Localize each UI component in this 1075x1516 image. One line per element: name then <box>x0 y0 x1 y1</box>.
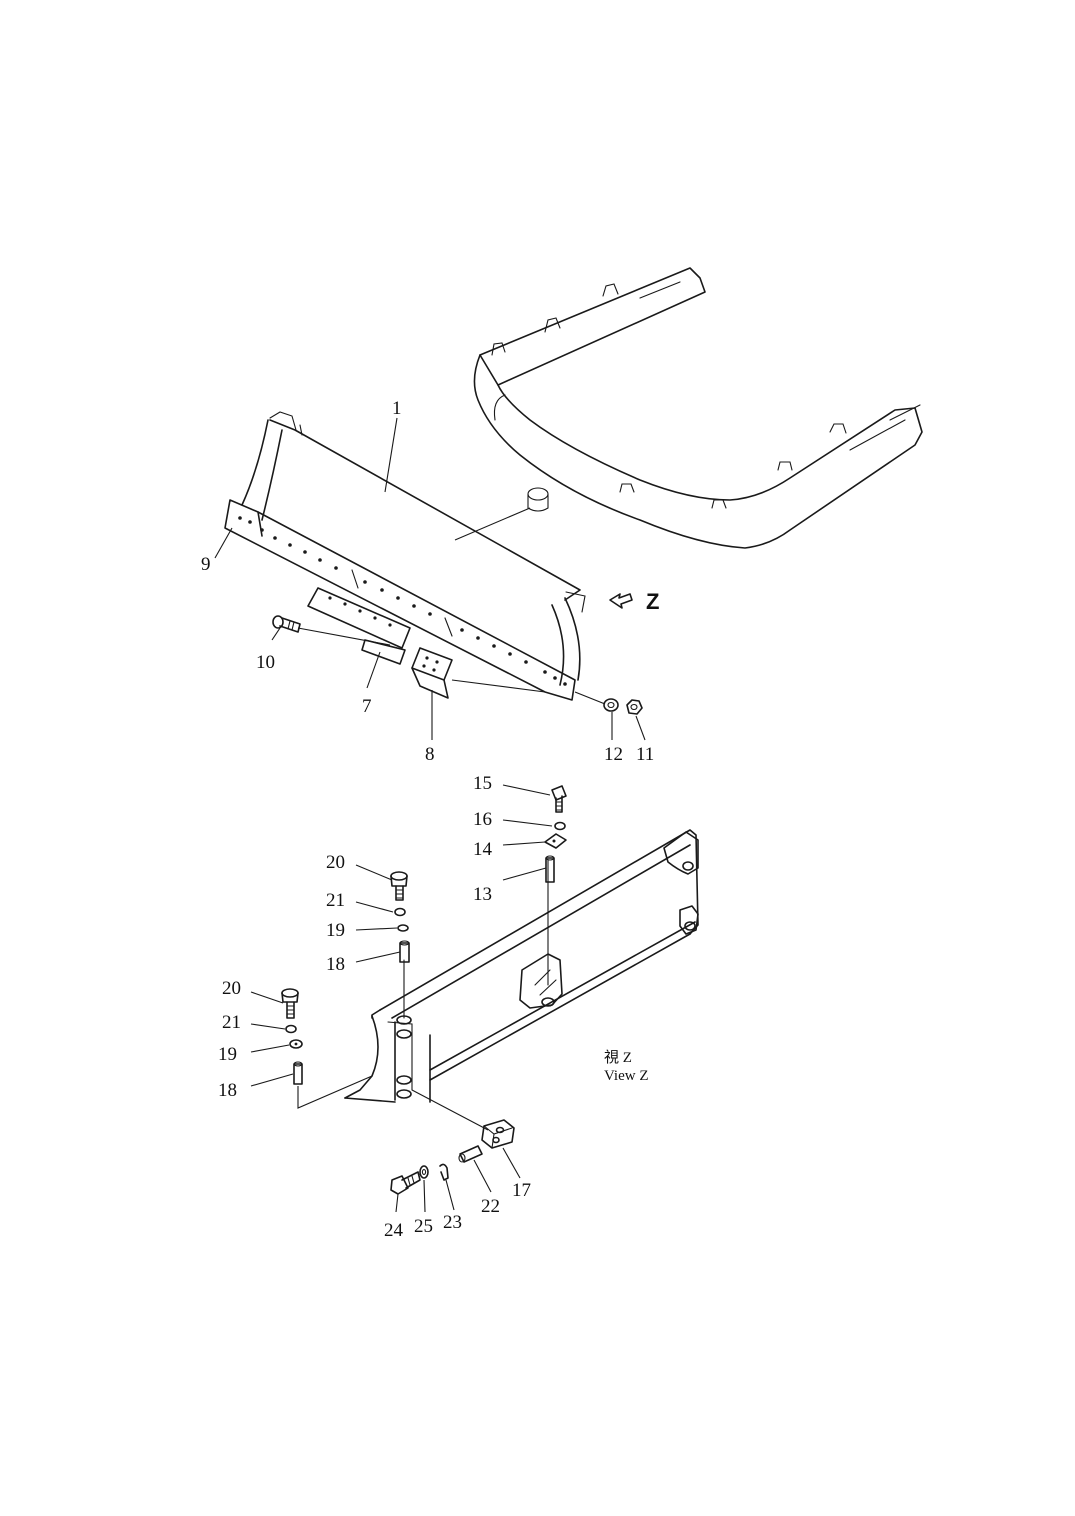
callout-21-upper: 21 <box>326 890 345 911</box>
bolt-part-10 <box>272 615 301 633</box>
view-z-arrow-icon <box>609 593 633 609</box>
callout-20-upper: 20 <box>326 852 345 873</box>
pin-part-18-upper <box>399 940 410 963</box>
callout-13: 13 <box>473 884 492 905</box>
view-z-blade <box>344 829 699 1103</box>
track-frame <box>473 267 923 549</box>
callout-25: 25 <box>414 1216 433 1237</box>
callout-10: 10 <box>256 652 275 673</box>
callout-24: 24 <box>384 1220 404 1241</box>
clip-part-23 <box>439 1163 449 1181</box>
callout-23: 23 <box>443 1212 462 1233</box>
callout-22: 22 <box>481 1196 500 1217</box>
nut-part-11 <box>626 699 643 715</box>
cutting-edge-part-7 <box>307 587 411 665</box>
callout-8: 8 <box>425 744 435 765</box>
bracket-part-17 <box>481 1119 515 1149</box>
callout-12: 12 <box>604 744 623 765</box>
washer-part-12 <box>603 698 619 712</box>
view-z-caption-en: View Z <box>604 1068 649 1084</box>
callout-labels: 1 9 10 7 8 12 11 15 16 14 13 20 21 19 18… <box>201 398 659 1241</box>
callout-20-lower: 20 <box>222 978 241 999</box>
end-bit-part-8 <box>411 647 453 699</box>
pin-part-22 <box>458 1145 483 1163</box>
upper-leader-lines <box>214 417 646 741</box>
bolt-part-20-upper <box>390 871 408 901</box>
bolt-part-15 <box>551 785 567 813</box>
callout-1: 1 <box>392 398 402 419</box>
pin-part-13 <box>545 855 555 883</box>
callout-15: 15 <box>473 773 492 794</box>
callout-17: 17 <box>512 1180 531 1201</box>
view-z-caption-cn: 視 Z <box>604 1049 632 1066</box>
view-z-marker: Z <box>646 589 659 614</box>
ring-part-19-lower <box>289 1039 303 1049</box>
washer-part-16 <box>554 821 566 831</box>
callout-11: 11 <box>636 744 654 765</box>
plate-part-14 <box>544 833 567 849</box>
pin-part-18-lower <box>293 1061 303 1085</box>
callout-18-upper: 18 <box>326 954 345 975</box>
ring-part-19-upper <box>397 924 409 932</box>
callout-19-upper: 19 <box>326 920 345 941</box>
washer-part-21-upper <box>394 907 406 917</box>
washer-part-21-lower <box>285 1024 297 1034</box>
dozer-blade <box>224 411 586 701</box>
callout-18-lower: 18 <box>218 1080 237 1101</box>
cutting-edge-holes <box>238 516 567 686</box>
callout-9: 9 <box>201 554 211 575</box>
view-z-leader-lines <box>250 784 553 1213</box>
bolt-part-24 <box>390 1171 421 1195</box>
callout-19-lower: 19 <box>218 1044 237 1065</box>
callout-7: 7 <box>362 696 372 717</box>
callout-14: 14 <box>473 839 493 860</box>
bolt-part-20-lower <box>281 988 299 1019</box>
callout-21-lower: 21 <box>222 1012 241 1033</box>
washer-part-25 <box>419 1165 429 1179</box>
callout-16: 16 <box>473 809 492 830</box>
